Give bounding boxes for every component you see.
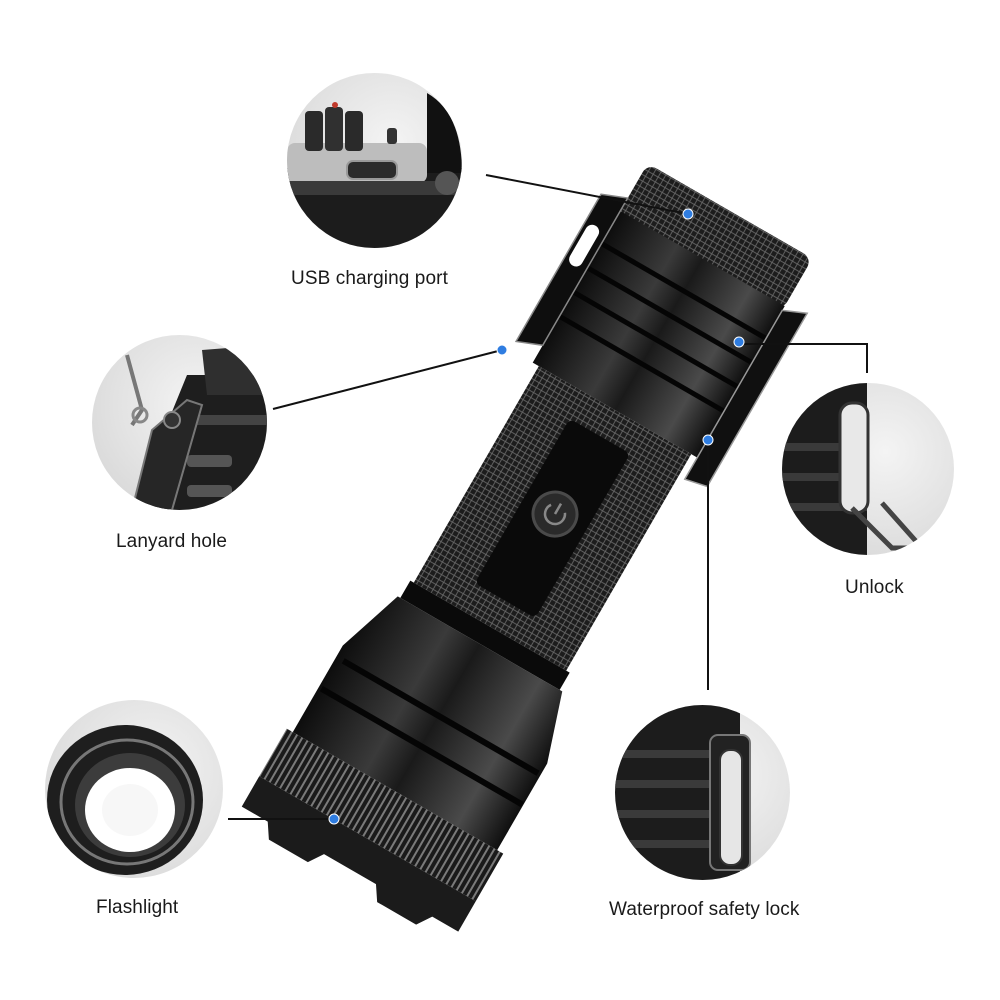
lock-detail-circle bbox=[615, 705, 790, 880]
unlock-marker-icon bbox=[733, 336, 745, 348]
clip-locked-closeup-icon bbox=[615, 705, 751, 880]
lanyard-hole-label: Lanyard hole bbox=[116, 531, 228, 552]
usb-marker-icon bbox=[682, 208, 694, 220]
lanyard-detail-circle bbox=[92, 335, 267, 510]
power-icon bbox=[543, 503, 567, 526]
waterproof-safety-lock-label: Waterproof safety lock bbox=[609, 899, 800, 920]
lanyard-marker-icon bbox=[496, 344, 508, 356]
leader-lines bbox=[228, 174, 868, 820]
lens-detail-circle bbox=[45, 700, 223, 878]
unlock-label: Unlock bbox=[845, 577, 904, 598]
flashlight-label: Flashlight bbox=[96, 897, 179, 918]
usb-charging-port-label: USB charging port bbox=[291, 268, 448, 289]
lens-closeup-icon bbox=[47, 725, 203, 875]
lanyard-closeup-icon bbox=[125, 345, 267, 510]
lock-marker-icon bbox=[702, 434, 714, 446]
unlock-detail-circle bbox=[782, 383, 954, 555]
usb-port-closeup-icon bbox=[287, 93, 462, 248]
flashlight-marker-icon bbox=[328, 813, 340, 825]
clip-unlocked-closeup-icon bbox=[782, 383, 928, 555]
marker-dots bbox=[328, 208, 745, 825]
usb-port-detail-circle bbox=[287, 73, 462, 248]
